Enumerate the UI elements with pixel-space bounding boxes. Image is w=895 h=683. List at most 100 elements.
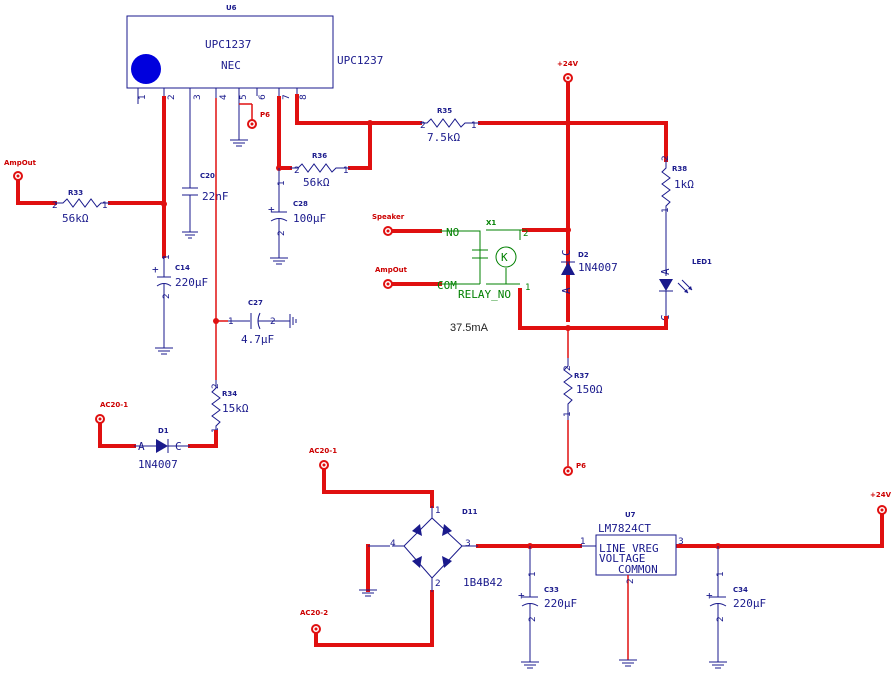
resistor-r34[interactable]: R34 15kΩ 2 1 bbox=[211, 380, 249, 434]
svg-text:+: + bbox=[518, 589, 525, 602]
net-ac20-d1[interactable] bbox=[98, 418, 218, 448]
port-ampout-relay[interactable]: AmpOut bbox=[375, 266, 408, 289]
c27-value: 4.7µF bbox=[241, 333, 274, 346]
port-speaker[interactable]: Speaker bbox=[372, 213, 405, 236]
net-ampout-left[interactable] bbox=[16, 96, 167, 258]
ic-u7[interactable]: U7 LM7824CT LINE VREG VOLTAGE COMMON 1 3… bbox=[580, 511, 684, 667]
svg-text:1: 1 bbox=[435, 506, 441, 516]
svg-text:+: + bbox=[268, 203, 275, 216]
r36-value: 56kΩ bbox=[303, 176, 330, 189]
port-ac20-1-bridge[interactable]: AC20-1 bbox=[309, 447, 337, 470]
net-power[interactable] bbox=[314, 464, 884, 647]
svg-text:2: 2 bbox=[211, 383, 221, 389]
resistor-r36[interactable]: R36 56kΩ 2 1 bbox=[290, 152, 350, 189]
d11-ref: D11 bbox=[462, 508, 478, 516]
u7-line1: LINE VREG bbox=[599, 542, 659, 555]
svg-text:1: 1 bbox=[102, 201, 108, 211]
resistor-r38[interactable]: R38 1kΩ 2 1 bbox=[661, 155, 694, 214]
relay-coil-label: K bbox=[501, 251, 508, 264]
svg-text:1: 1 bbox=[528, 571, 538, 577]
svg-text:2: 2 bbox=[162, 293, 172, 299]
u6-part: UPC1237 bbox=[205, 38, 251, 51]
svg-text:1: 1 bbox=[343, 166, 349, 176]
net-pin4[interactable] bbox=[213, 98, 228, 380]
svg-text:A: A bbox=[659, 268, 672, 275]
resistor-r33[interactable]: R33 56kΩ 2 1 bbox=[52, 189, 110, 225]
net-relay-bottom[interactable] bbox=[518, 227, 668, 358]
svg-text:2: 2 bbox=[563, 365, 573, 371]
port-ac20-1-left-label: AC20-1 bbox=[100, 401, 128, 409]
capacitor-c28[interactable]: + C28 100µF 1 2 bbox=[268, 168, 326, 265]
svg-text:2: 2 bbox=[294, 166, 300, 176]
relay-x1[interactable]: K X1 NO COM RELAY_NO 2 1 bbox=[386, 219, 530, 301]
svg-text:4: 4 bbox=[390, 539, 396, 549]
c27-ref: C27 bbox=[248, 299, 263, 307]
svg-text:2: 2 bbox=[435, 579, 441, 589]
c14-ref: C14 bbox=[175, 264, 190, 272]
u6-pin6: 6 bbox=[258, 94, 268, 100]
u7-ref: U7 bbox=[625, 511, 636, 519]
r37-value: 150Ω bbox=[576, 383, 603, 396]
d1-ref: D1 bbox=[158, 427, 169, 435]
port-24v-right-label: +24V bbox=[870, 491, 892, 499]
resistor-r35[interactable]: R35 7.5kΩ 2 1 bbox=[420, 107, 480, 144]
r35-ref: R35 bbox=[437, 107, 452, 115]
r37-ref: R37 bbox=[574, 372, 589, 380]
relay-ref: X1 bbox=[486, 219, 496, 227]
svg-text:1: 1 bbox=[661, 207, 671, 213]
svg-text:1: 1 bbox=[162, 254, 172, 260]
svg-text:2: 2 bbox=[626, 578, 636, 584]
port-p6-bottom[interactable]: P6 bbox=[563, 462, 586, 476]
bridge-d11[interactable]: D11 1B4B42 1 2 3 4 bbox=[390, 506, 503, 592]
u6-maker: NEC bbox=[221, 59, 241, 72]
r36-ref: R36 bbox=[312, 152, 327, 160]
r34-ref: R34 bbox=[222, 390, 237, 398]
capacitor-c34[interactable]: + C34 220µF 1 2 bbox=[706, 546, 766, 669]
c20-ref: C20 bbox=[200, 172, 215, 180]
diode-d2[interactable]: D2 1N4007 C A bbox=[560, 249, 618, 294]
c33-ref: C33 bbox=[544, 586, 559, 594]
led1-ref: LED1 bbox=[692, 258, 712, 266]
ic-u6[interactable]: U6 UPC1237 NEC UPC1237 1 2 3 4 5 6 7 8 bbox=[126, 4, 383, 104]
svg-text:C: C bbox=[175, 440, 182, 453]
resistor-r37[interactable]: R37 150Ω 2 1 bbox=[563, 358, 603, 466]
port-ac20-2-label: AC20-2 bbox=[300, 609, 328, 617]
c28-ref: C28 bbox=[293, 200, 308, 208]
port-ac20-2[interactable]: AC20-2 bbox=[300, 609, 328, 634]
c14-value: 220µF bbox=[175, 276, 208, 289]
c34-ref: C34 bbox=[733, 586, 748, 594]
svg-text:A: A bbox=[560, 287, 573, 294]
net-pin7-8[interactable] bbox=[276, 78, 668, 322]
port-24v-right[interactable]: +24V bbox=[870, 491, 892, 515]
capacitor-c20[interactable]: C20 22nF bbox=[182, 98, 229, 239]
u6-pin1: 1 bbox=[138, 94, 148, 100]
port-24v-top[interactable]: +24V bbox=[557, 60, 579, 83]
u6-pin2: 2 bbox=[167, 94, 177, 100]
r33-value: 56kΩ bbox=[62, 212, 89, 225]
svg-text:C: C bbox=[560, 249, 573, 256]
u7-line2: VOLTAGE bbox=[599, 552, 645, 565]
port-24v-top-label: +24V bbox=[557, 60, 579, 68]
u6-pin3: 3 bbox=[193, 94, 203, 100]
current-measurement: 37.5mA bbox=[450, 322, 489, 334]
svg-text:2: 2 bbox=[661, 155, 671, 161]
port-p6-top[interactable]: P6 bbox=[247, 111, 270, 129]
led-led1[interactable]: LED1 A C bbox=[659, 214, 712, 321]
svg-text:2: 2 bbox=[420, 121, 426, 131]
c28-value: 100µF bbox=[293, 212, 326, 225]
svg-text:2: 2 bbox=[528, 616, 538, 622]
svg-text:2: 2 bbox=[716, 616, 726, 622]
capacitor-c14[interactable]: + C14 220µF 1 2 bbox=[152, 254, 208, 355]
port-ampout-left[interactable]: AmpOut bbox=[4, 159, 37, 181]
u7-part: LM7824CT bbox=[598, 522, 651, 535]
port-ac20-1-left[interactable]: AC20-1 bbox=[95, 401, 128, 424]
capacitor-c33[interactable]: + C33 220µF 1 2 bbox=[518, 546, 577, 669]
diode-d1[interactable]: D1 A C 1N4007 bbox=[134, 427, 190, 471]
d1-value: 1N4007 bbox=[138, 458, 178, 471]
u6-ref: U6 bbox=[226, 4, 237, 12]
capacitor-c27[interactable]: C27 4.7µF 1 2 bbox=[228, 299, 297, 346]
u6-pin4: 4 bbox=[219, 94, 229, 100]
svg-text:2: 2 bbox=[523, 229, 528, 239]
u6-pin7: 7 bbox=[282, 94, 292, 100]
svg-text:3: 3 bbox=[465, 539, 471, 549]
